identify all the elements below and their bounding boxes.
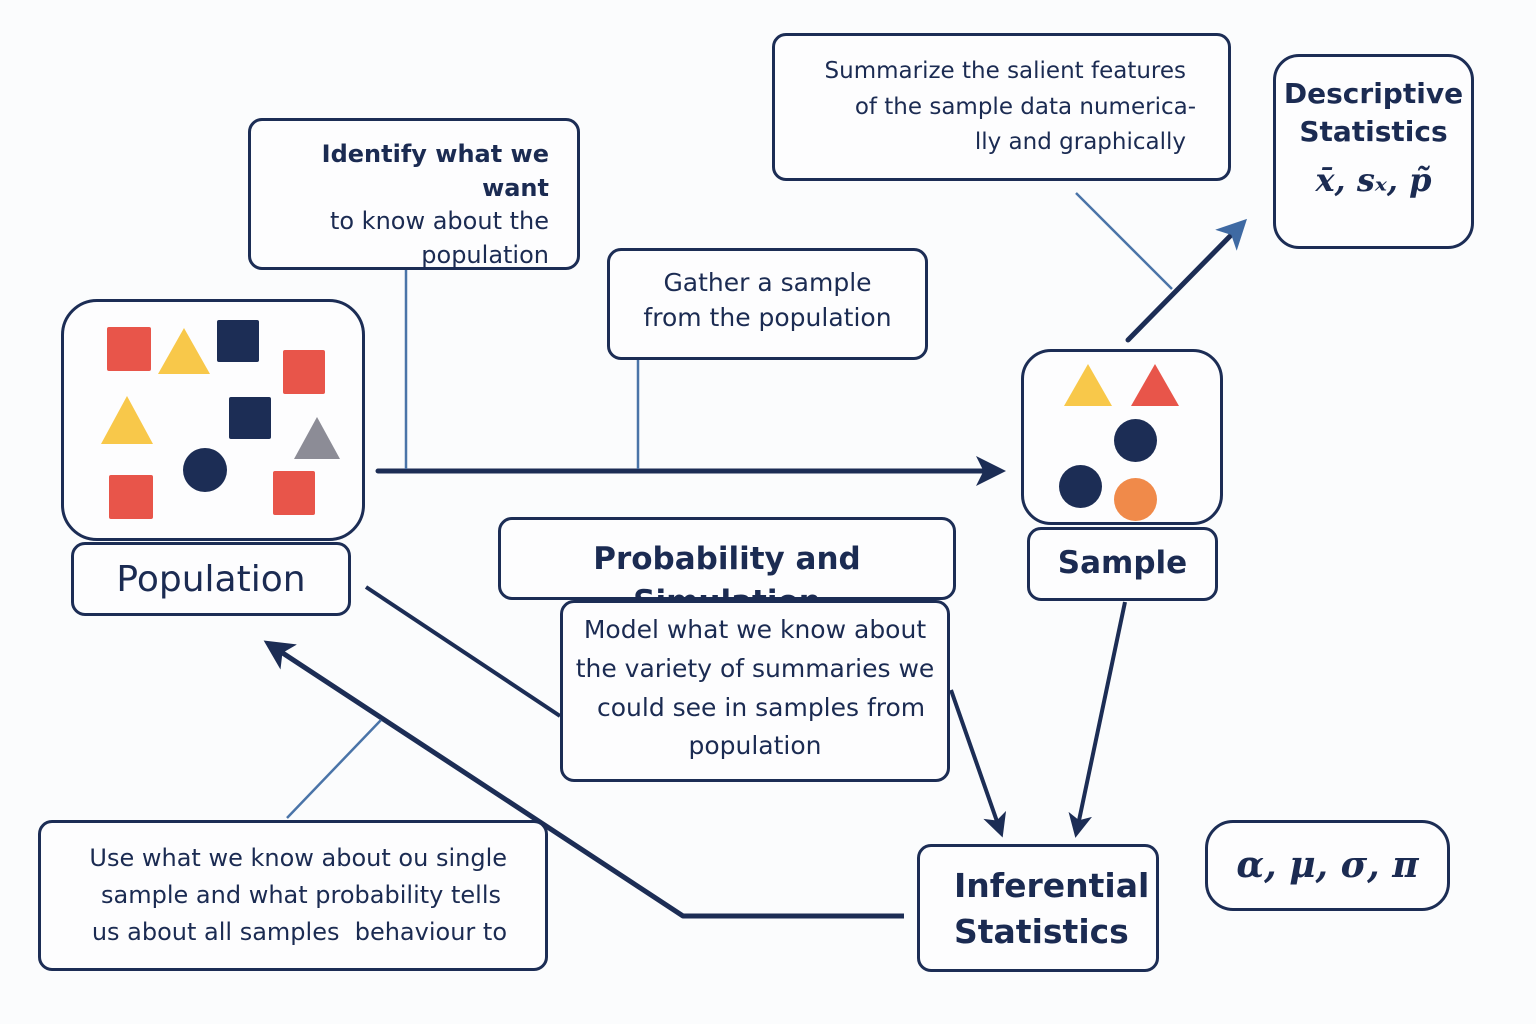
population-item-yellow-triangle (158, 328, 210, 374)
note-model-line: population (688, 731, 822, 761)
sample-item-red-triangle (1131, 364, 1179, 406)
note-use-line: sample and what probability tells (101, 881, 501, 910)
note-summarize: Summarize the salient features of the sa… (772, 33, 1231, 181)
note-model-line: Model what we know about (583, 615, 927, 644)
note-model-line: the variety of summaries we (575, 653, 935, 683)
node-probability-simulation[interactable]: Probability and Simulation (498, 517, 956, 620)
population-item-gray-triangle (294, 417, 340, 459)
arrow-inferential-to-population (263, 640, 904, 919)
population-item-navy-square (229, 397, 271, 439)
note-summarize-line: lly and graphically (974, 129, 1186, 156)
note-identify-line: Identify what we want (321, 140, 549, 202)
note-summarize-line: of the sample data numerica- (854, 93, 1196, 120)
population-item-navy-square (217, 320, 259, 362)
node-sample-container[interactable] (1021, 349, 1223, 525)
node-inferential-statistics[interactable]: Inferential Statistics (917, 844, 1159, 972)
population-item-red-square (283, 350, 325, 394)
sample-item-orange-circle (1114, 478, 1157, 521)
population-item-yellow-triangle (101, 396, 153, 444)
sample-label: Sample (1057, 545, 1188, 581)
leader-use (286, 719, 382, 819)
note-model-line: could see in samples from (597, 692, 926, 722)
note-identify-line: to know about the (329, 207, 549, 236)
population-item-navy-circle (183, 448, 227, 492)
arrow-sample-to-inferential (1068, 601, 1127, 838)
node-population-container[interactable] (61, 299, 365, 541)
parameter-symbols: α, μ, σ, π (1236, 844, 1419, 886)
population-item-red-square (109, 475, 153, 519)
note-gather-line: Gather a sample (663, 268, 872, 297)
node-parameters[interactable]: α, μ, σ, π (1205, 820, 1450, 911)
note-model: Model what we know about the variety of … (560, 600, 950, 782)
node-descriptive-statistics[interactable]: Descriptive Statistics x̄, sₓ, p̃ (1273, 54, 1474, 249)
sample-item-navy-circle (1059, 465, 1102, 508)
population-item-red-square (107, 327, 151, 371)
leader-summarize (1075, 192, 1173, 290)
descriptive-title-line: Statistics (1299, 114, 1448, 148)
note-identify-line: population (421, 240, 549, 269)
note-gather-line: from the population (643, 303, 892, 332)
inferential-title-line: Inferential (954, 866, 1150, 905)
descriptive-symbols: x̄, sₓ, p̃ (1315, 160, 1432, 199)
population-item-red-square (273, 471, 315, 515)
node-population-label[interactable]: Population (71, 542, 351, 616)
inferential-title-line: Statistics (954, 912, 1129, 952)
descriptive-title-line: Descriptive (1283, 77, 1464, 110)
note-identify: Identify what we want to know about the … (248, 118, 580, 270)
population-label: Population (116, 559, 306, 600)
connector-population-to-model (364, 585, 562, 718)
note-use-line: us about all samples behaviour to (91, 918, 507, 947)
sample-item-yellow-triangle (1064, 364, 1112, 406)
note-use-line: Use what we know about ou single (89, 844, 507, 872)
sample-item-navy-circle (1114, 419, 1157, 462)
note-use: Use what we know about ou single sample … (38, 820, 548, 971)
arrow-sample-to-descriptive (1125, 218, 1248, 343)
arrow-model-to-inferential (949, 689, 1007, 838)
note-gather: Gather a sample from the population (607, 248, 928, 360)
node-sample-label[interactable]: Sample (1027, 527, 1218, 601)
note-summarize-line: Summarize the salient features (824, 58, 1186, 84)
